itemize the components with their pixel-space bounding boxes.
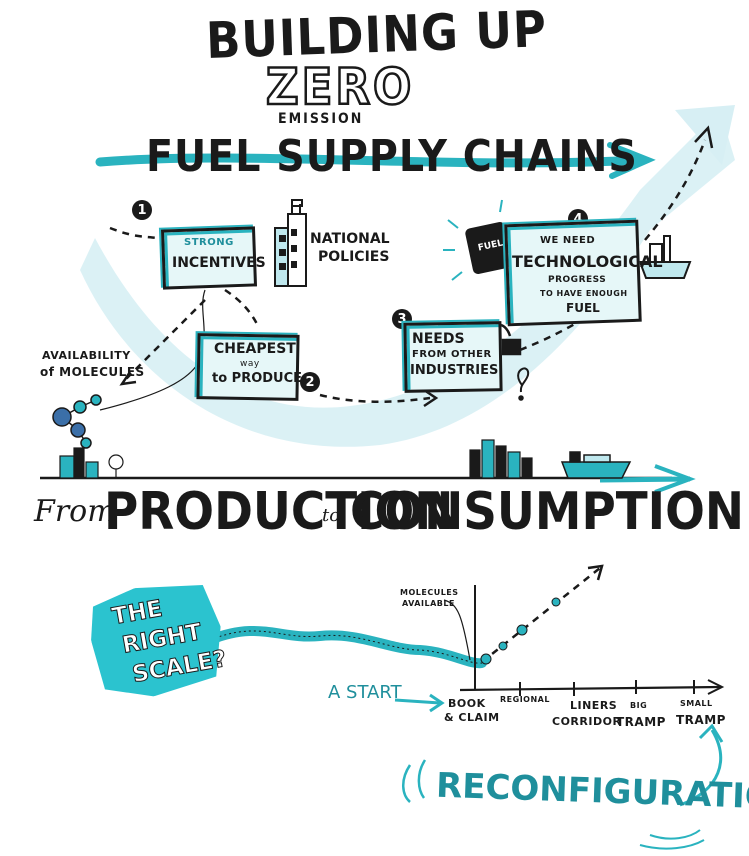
start-arrowhead — [429, 693, 445, 713]
tick-label-book: BOOK — [448, 697, 486, 710]
needs-line3: INDUSTRIES — [410, 363, 499, 378]
tech-line1: WE NEED — [540, 235, 596, 246]
title-line-fuel-supply-chains: FUEL SUPPLY CHAINS — [146, 131, 638, 182]
tick-label-small: SMALL — [680, 699, 713, 708]
x-axis — [459, 685, 721, 692]
flow-dash-to-cheap — [224, 288, 260, 327]
tick-label-small-tramp: TRAMP — [676, 713, 726, 727]
tick-label-corridor: CORRIDOR — [552, 715, 622, 728]
tech-line3: PROGRESS — [548, 275, 607, 285]
title-line-zero: ZERO — [265, 58, 415, 116]
tech-line2: TECHNOLOGICAL — [512, 252, 663, 271]
motion-marks — [639, 829, 705, 850]
ship-icon — [638, 235, 692, 279]
availability-line2: of MOLECULES — [40, 365, 145, 379]
tick-label-big-tramp: TRAMP — [616, 715, 666, 729]
wavy-cable-hatch — [209, 630, 483, 664]
title-line-emission: EMISSION — [278, 111, 364, 127]
start-arrow — [394, 698, 441, 705]
data-point — [480, 653, 492, 665]
flow-dash-strong-down — [124, 299, 206, 381]
sparkle-lines — [443, 199, 503, 281]
arrowhead — [119, 371, 137, 386]
step-number-1: 1 — [132, 200, 152, 220]
reconfiguration-arrowhead — [698, 723, 724, 743]
title-arrow-head — [607, 142, 656, 179]
cheapest-line3: to PRODUCE — [212, 371, 303, 386]
national-policies-line2: POLICIES — [318, 249, 390, 265]
building-icon — [274, 199, 307, 287]
x-axis-arrowhead — [707, 679, 725, 695]
title-line-building-up: BUILDING UP — [205, 0, 548, 70]
horizon-arrow-teal — [599, 476, 691, 483]
needs-line1: NEEDS — [412, 331, 465, 347]
tick-label-big: BIG — [630, 701, 648, 710]
tick-label-liners: LINERS — [570, 699, 618, 712]
flow-dash-tech-out — [644, 139, 707, 241]
molecules-available-line1: MOLECULES — [400, 588, 459, 597]
band-consumption: CONSUMPTION — [350, 482, 744, 542]
step-number-2: 2 — [300, 372, 320, 392]
motion-marks — [402, 759, 427, 803]
cargo-ship-icon — [560, 451, 632, 479]
data-point — [516, 624, 528, 636]
cheapest-line2: way — [240, 359, 260, 369]
swoosh-arrowhead — [675, 105, 735, 165]
city-skyline-icon — [469, 439, 533, 479]
needs-line2: FROM OTHER — [412, 349, 492, 360]
cheapest-line1: CHEAPEST — [214, 341, 296, 357]
molecules-icon — [52, 394, 102, 449]
factory-skyline-icon — [59, 447, 124, 479]
horizon-arrowhead — [654, 464, 696, 494]
growth-arrowhead — [587, 564, 604, 581]
title-arrow-line — [95, 153, 645, 168]
tick-label-claim: & CLAIM — [444, 711, 500, 724]
start-label: A START — [328, 682, 402, 703]
arrowhead — [694, 125, 714, 149]
pointer-line — [443, 599, 471, 661]
strong-incentives-line1: STRONG — [184, 237, 234, 248]
data-point — [551, 597, 561, 607]
band-production: PRODUCTION — [104, 482, 454, 542]
band-to: to — [322, 505, 341, 526]
wavy-cable — [205, 625, 487, 669]
national-policies-line1: NATIONAL — [310, 231, 390, 247]
data-point — [498, 641, 508, 651]
flow-dash-1 — [109, 226, 166, 242]
tech-line4: TO HAVE ENOUGH — [540, 289, 628, 298]
strong-incentives-line2: INCENTIVES — [172, 255, 266, 271]
arrowhead — [423, 388, 439, 408]
tech-line5: FUEL — [566, 301, 600, 315]
tick-label-regional: REGIONAL — [500, 695, 550, 704]
reconfiguration-arrow — [679, 729, 722, 807]
availability-line1: AVAILABILITY — [42, 349, 131, 362]
band-from: From — [34, 494, 116, 529]
molecules-available-line2: AVAILABLE — [402, 599, 455, 608]
